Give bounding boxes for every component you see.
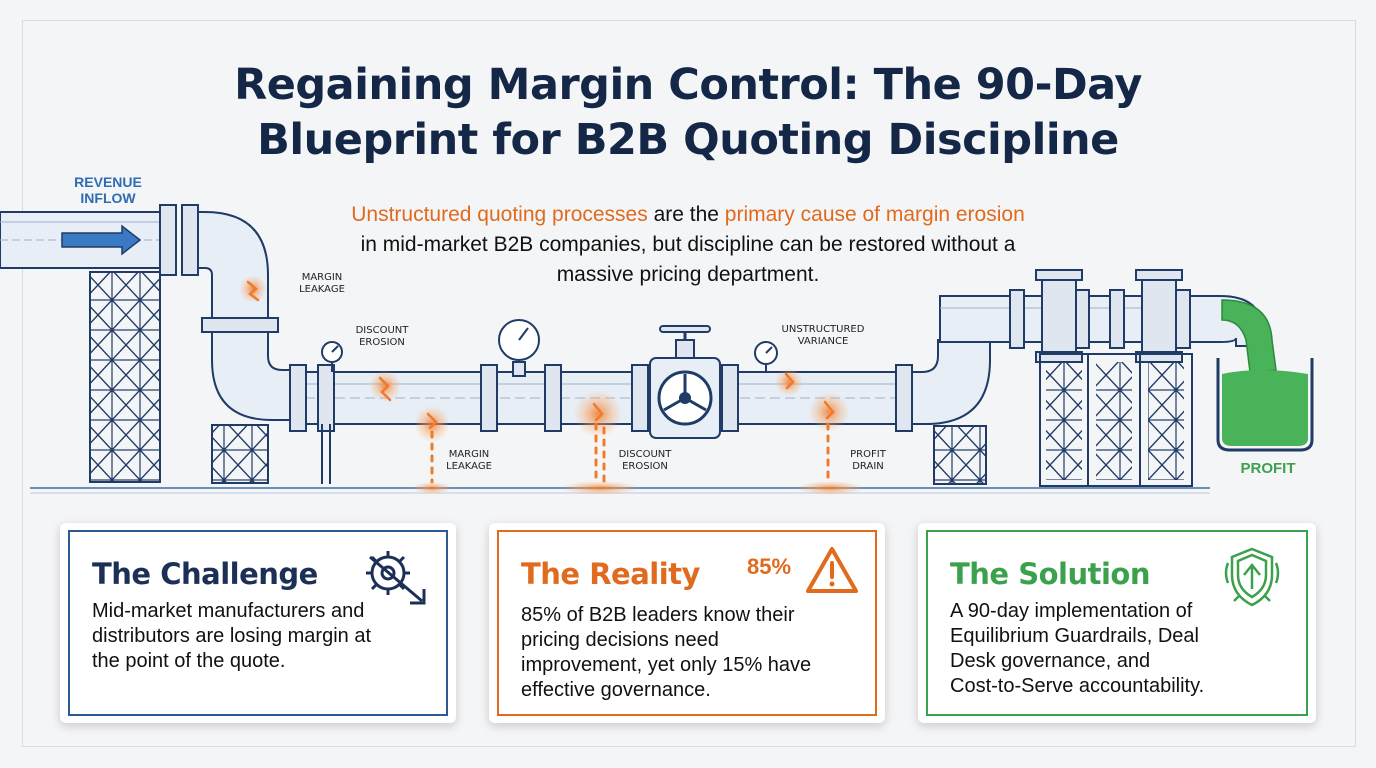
pipeline-diagram: [0, 204, 1314, 495]
subtitle-text-1: are the: [647, 203, 725, 226]
leak-label-discount-erosion-top: DISCOUNT EROSION: [342, 325, 422, 349]
card-body-line: Mid-market manufacturers and: [92, 600, 365, 622]
leak-label-line: LEAKAGE: [446, 461, 492, 472]
card-body-line: distributors are losing margin at: [92, 625, 372, 647]
leak-label-line: MARGIN: [301, 272, 343, 283]
card-body-line: improvement, yet only 15% have: [521, 654, 812, 676]
title-line-2: Blueprint for B2B Quoting Discipline: [257, 115, 1119, 165]
leak-label-line: LEAKAGE: [299, 284, 345, 295]
card-border: [68, 530, 448, 716]
leak-label-profit-drain: PROFIT DRAIN: [838, 449, 898, 473]
card-body-line: Desk governance, and: [950, 650, 1151, 672]
pressure-gauges: [321, 319, 778, 377]
profit-label: PROFIT: [1240, 460, 1296, 477]
leak-label-line: UNSTRUCTURED: [781, 324, 865, 335]
card-heading: The Reality: [521, 557, 700, 591]
processing-unit: [939, 269, 1221, 487]
gear-down-arrow-icon: [366, 551, 426, 605]
page-frame: [22, 20, 1356, 747]
leak-label-line: EROSION: [622, 461, 668, 472]
leak-effects: [239, 275, 864, 495]
card-body-line: 85% of B2B leaders know their: [521, 604, 795, 626]
leak-label-line: DISCOUNT: [618, 449, 672, 460]
card-body-line: effective governance.: [521, 679, 711, 701]
pipe-flanges: [289, 364, 913, 432]
leak-label-discount-erosion-bottom: DISCOUNT EROSION: [605, 449, 685, 473]
reality-card: The Reality 85% 85% of B2B leaders know …: [489, 523, 885, 723]
leak-label-line: PROFIT: [850, 449, 886, 460]
leak-label-line: DISCOUNT: [355, 325, 409, 336]
title-line-1: Regaining Margin Control: The 90-Day: [234, 60, 1142, 110]
leak-label-line: VARIANCE: [797, 336, 849, 347]
card-body: Mid-market manufacturers and distributor…: [92, 599, 371, 674]
elbow-pipe: [197, 211, 291, 421]
card-body: 85% of B2B leaders know their pricing de…: [521, 603, 811, 703]
inflow-pipe: [0, 204, 199, 276]
right-elbow: [911, 339, 991, 425]
subtitle: Unstructured quoting processes are the p…: [300, 200, 1076, 290]
valve: [649, 325, 721, 439]
subtitle-line-2: in mid-market B2B companies, but discipl…: [360, 233, 1016, 256]
card-body: A 90-day implementation of Equilibrium G…: [950, 599, 1204, 699]
support-towers: [89, 271, 987, 485]
leak-label-unstructured-variance: UNSTRUCTURED VARIANCE: [768, 324, 878, 348]
leak-label-line: DRAIN: [852, 461, 884, 472]
page-title: Regaining Margin Control: The 90-Day Blu…: [0, 58, 1376, 168]
leak-label-line: MARGIN: [448, 449, 490, 460]
card-border: [926, 530, 1308, 716]
shield-gear-arrow-icon: [1224, 547, 1280, 607]
stat-85-percent: 85%: [747, 554, 792, 579]
subtitle-highlight-1: Unstructured quoting processes: [351, 203, 648, 226]
leak-label-margin-leakage-bottom: MARGIN LEAKAGE: [429, 449, 509, 473]
card-heading: The Challenge: [92, 557, 318, 591]
card-heading: The Solution: [950, 557, 1150, 591]
card-body-line: Cost-to-Serve accountability.: [950, 675, 1205, 697]
challenge-card: The Challenge Mid-market manufacturers a…: [60, 523, 456, 723]
subtitle-line-3: massive pricing department.: [556, 263, 820, 286]
card-body-line: A 90-day implementation of: [950, 600, 1193, 622]
leak-label-margin-leakage-top: MARGIN LEAKAGE: [282, 272, 362, 296]
solution-card: The Solution A 90-day implementation of …: [918, 523, 1316, 723]
card-body-line: pricing decisions need: [521, 629, 719, 651]
inflow-label-line-2: INFLOW: [80, 190, 136, 206]
card-border: [497, 530, 877, 716]
card-body-line: the point of the quote.: [92, 650, 286, 672]
card-body-line: Equilibrium Guardrails, Deal: [950, 625, 1199, 647]
warning-icon: [806, 547, 858, 593]
profit-tank: [1216, 358, 1314, 452]
outflow-pipe: [1189, 295, 1277, 373]
subtitle-highlight-2: primary cause of margin erosion: [724, 203, 1025, 226]
inflow-label-line-1: REVENUE: [74, 174, 142, 190]
revenue-inflow-label: REVENUE INFLOW: [58, 174, 158, 206]
leak-label-line: EROSION: [359, 337, 405, 348]
